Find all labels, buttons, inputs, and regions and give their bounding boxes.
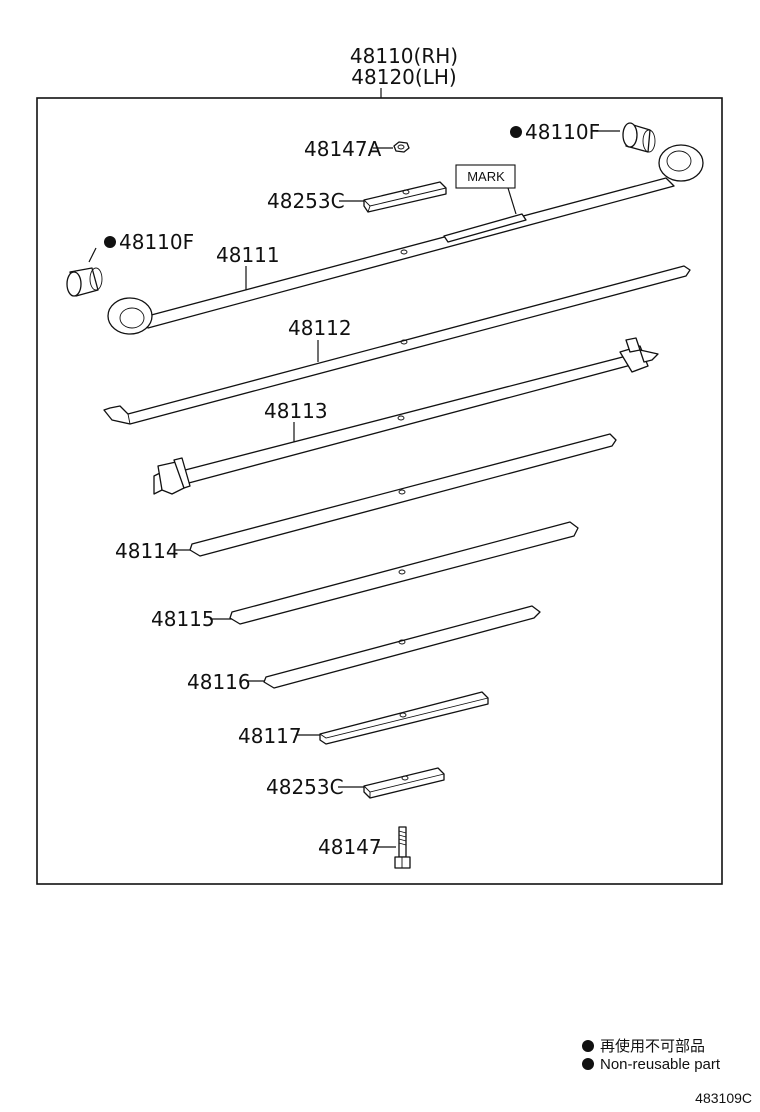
clip-upper-icon bbox=[363, 181, 447, 213]
leaf-3-icon bbox=[153, 337, 659, 495]
label-leaf-3: 48113 bbox=[264, 399, 328, 423]
legend-en: Non-reusable part bbox=[582, 1056, 720, 1073]
label-leaf-4: 48114 bbox=[115, 539, 179, 563]
leaf-4-icon bbox=[189, 433, 617, 557]
mark-callout-text: MARK bbox=[467, 169, 505, 184]
label-nut: 48147A bbox=[304, 137, 382, 161]
non-reusable-dot-left bbox=[104, 236, 116, 248]
label-leaf-5: 48115 bbox=[151, 607, 215, 631]
legend-en-text: Non-reusable part bbox=[600, 1056, 721, 1073]
legend-dot-icon bbox=[582, 1058, 594, 1070]
label-clip-upper: 48253C bbox=[267, 189, 345, 213]
legend-dot-icon bbox=[582, 1040, 594, 1052]
bushing-left-icon bbox=[66, 267, 103, 297]
nut-icon bbox=[393, 141, 410, 153]
non-reusable-dot-upper bbox=[510, 126, 522, 138]
leaf-6-icon bbox=[263, 605, 541, 689]
label-leaf-2: 48112 bbox=[288, 316, 352, 340]
label-leaf-1: 48111 bbox=[216, 243, 280, 267]
label-leaf-7: 48117 bbox=[238, 724, 302, 748]
label-bolt: 48147 bbox=[318, 835, 382, 859]
clip-lower-icon bbox=[363, 767, 445, 799]
assembly-label-rh: 48110(RH) bbox=[350, 44, 458, 68]
legend-jp-text: 再使用不可部品 bbox=[600, 1038, 706, 1055]
label-bushing-left: 48110F bbox=[119, 230, 194, 254]
leaf-7-icon bbox=[319, 691, 489, 745]
leaf-2-icon bbox=[103, 265, 691, 425]
label-bushing-upper: 48110F bbox=[525, 120, 600, 144]
legend-jp: 再使用不可部品 bbox=[582, 1035, 705, 1056]
diagram-frame bbox=[36, 97, 723, 885]
mark-callout-box bbox=[455, 164, 516, 189]
main-leaf-icon bbox=[107, 144, 704, 335]
assembly-label-lh: 48120(LH) bbox=[351, 65, 456, 89]
label-leaf-6: 48116 bbox=[187, 670, 251, 694]
bolt-icon bbox=[394, 826, 411, 869]
bushing-upper-icon bbox=[622, 122, 656, 153]
label-clip-lower: 48253C bbox=[266, 775, 344, 799]
leaf-5-icon bbox=[229, 521, 579, 625]
figure-code: 483109C bbox=[695, 1090, 752, 1106]
